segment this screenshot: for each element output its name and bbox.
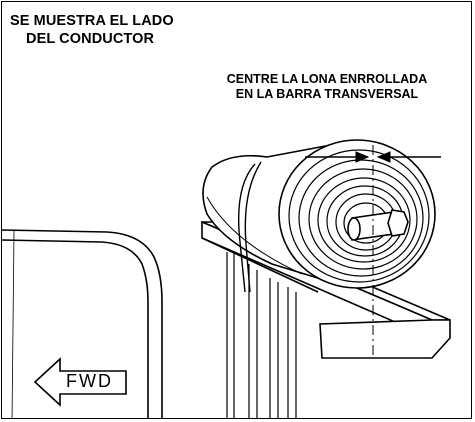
callout-line-1: CENTRE LA LONA ENRROLLADA	[226, 72, 428, 86]
tarp-roll-illustration	[2, 139, 451, 418]
support-posts	[226, 252, 297, 418]
centering-instruction: CENTRE LA LONA ENRROLLADA EN LA BARRA TR…	[202, 72, 452, 102]
title-line-1: SE MUESTRA EL LADO	[10, 13, 174, 29]
view-side-title: SE MUESTRA EL LADO DEL CONDUCTOR	[10, 12, 174, 48]
title-line-2: DEL CONDUCTOR	[26, 31, 155, 47]
left-arrow-icon	[33, 357, 127, 407]
inward-arrows-icon	[305, 151, 441, 163]
cab-outline	[2, 229, 163, 418]
tarp-roll	[202, 139, 436, 293]
fwd-label: FWD	[66, 371, 113, 391]
callout-line-2: EN LA BARRA TRANSVERSAL	[235, 87, 419, 101]
